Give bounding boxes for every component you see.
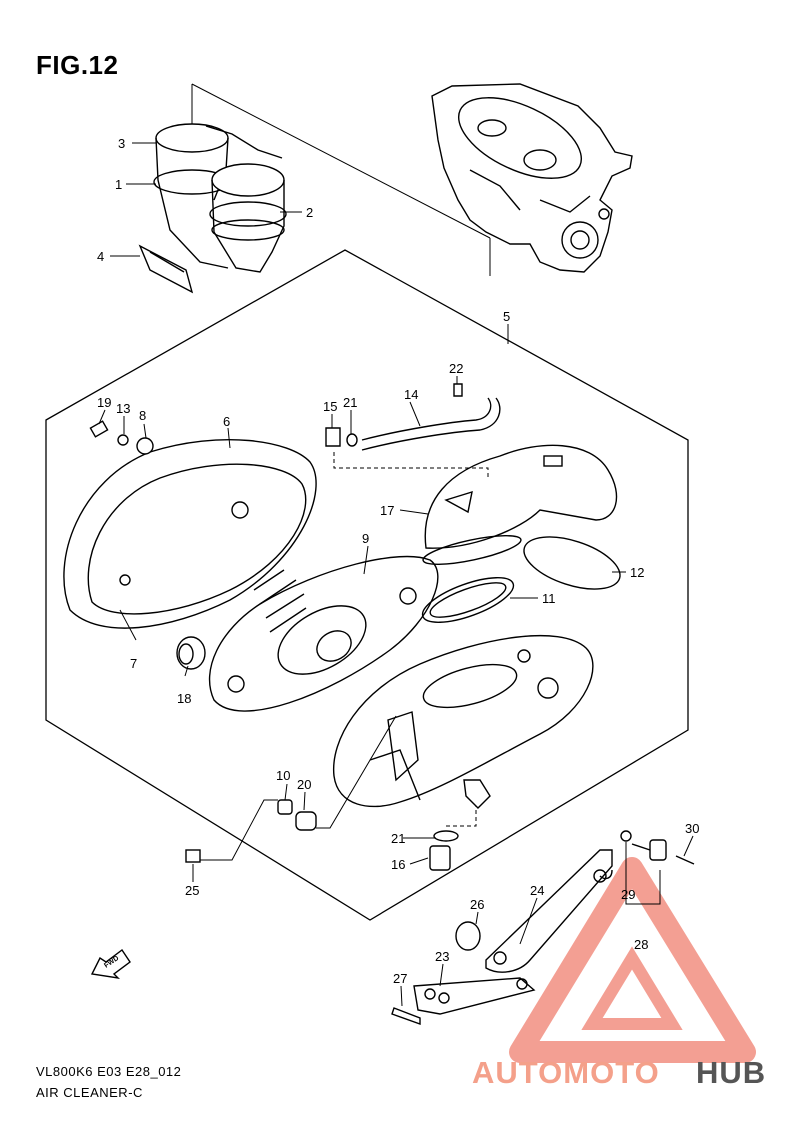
mounting-bracket-24 [485,849,613,973]
section-name: AIR CLEANER-C [36,1085,143,1100]
callout-3: 3 [118,136,125,151]
callout-27: 27 [393,971,407,986]
drain-grommet [176,636,206,670]
callout-30: 30 [685,821,699,836]
callout-24: 24 [530,883,544,898]
callout-21-hose: 21 [343,395,357,410]
callout-14: 14 [404,387,418,402]
mounting-bracket-23 [413,977,536,1015]
model-code: VL800K6 E03 E28_012 [36,1064,182,1079]
air-cleaner-case [332,634,594,808]
assembly-outline [45,249,689,921]
callout-28: 28 [634,937,648,952]
callout-16: 16 [391,857,405,872]
watermark-triangle [509,857,756,1063]
watermark-text-light: AUTOMOTO [472,1055,660,1090]
callout-20: 20 [297,777,311,792]
callout-4: 4 [97,249,104,264]
callout-15: 15 [323,399,337,414]
bolt-washer-grommet-set [89,420,154,455]
callout-17: 17 [380,503,394,518]
figure-title: FIG.12 [36,50,119,80]
callout-13: 13 [116,401,130,416]
callout-leaders [98,142,694,1007]
callout-7: 7 [130,656,137,671]
carburetor-assembly [431,83,633,273]
leader-line [200,799,278,861]
leader-line [191,83,491,239]
callout-29: 29 [621,887,635,902]
intake-pipe-assembly [138,123,287,294]
callout-22: 22 [449,361,463,376]
callout-25: 25 [185,883,199,898]
air-cleaner-outer-cover [63,439,317,629]
air-filter-element [208,555,439,712]
leader-line [625,842,661,905]
leader-line [316,715,397,829]
duct-seal [421,577,515,623]
leader-line [446,806,477,827]
callout-8: 8 [139,408,146,423]
hose-fitting [325,383,463,447]
callout-2: 2 [306,205,313,220]
callout-9: 9 [362,531,369,546]
callout-18: 18 [177,691,191,706]
callout-12: 12 [630,565,644,580]
breather-hose [361,397,501,451]
callout-21-drain: 21 [391,831,405,846]
watermark-logo: AUTOMOTO HUB [472,1055,766,1090]
mount-hardware [185,799,317,863]
forward-direction-arrow: FWD [90,948,131,980]
callout-labels: 1 2 3 4 5 6 7 8 9 10 11 12 13 14 15 16 1… [97,136,699,986]
callout-1: 1 [115,177,122,192]
leader-line [333,452,489,480]
callout-6: 6 [223,414,230,429]
watermark-text-dark: HUB [696,1055,766,1090]
callout-5: 5 [503,309,510,324]
callout-11: 11 [542,591,556,606]
inlet-duct [422,444,618,565]
callout-10: 10 [276,768,290,783]
callout-23: 23 [435,949,449,964]
duct-clamp [523,536,621,590]
drain-plug [429,779,491,871]
callout-26: 26 [470,897,484,912]
callout-19: 19 [97,395,111,410]
bracket-hardware [391,830,695,1025]
